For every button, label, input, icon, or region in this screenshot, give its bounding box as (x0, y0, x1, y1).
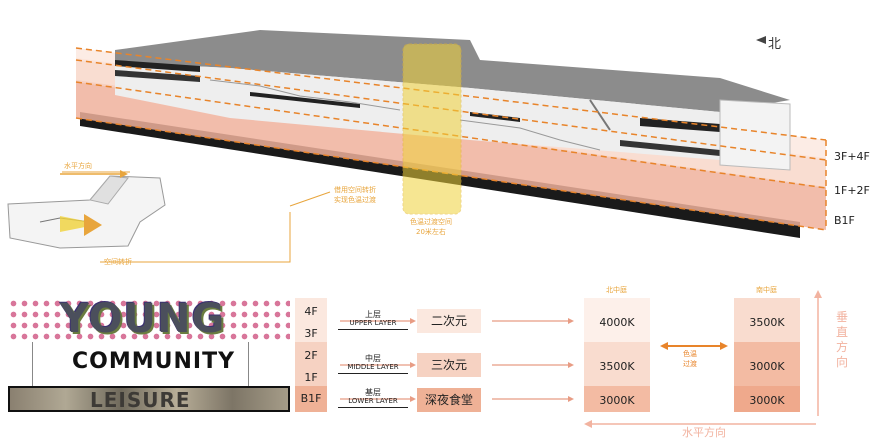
floor-b1f: B1F (300, 392, 322, 405)
floor-3f: 3F (304, 327, 318, 340)
right-wing (719, 99, 791, 171)
south-atrium-header: 南中庭 (756, 286, 777, 294)
north-cell-middle (584, 342, 650, 386)
layer-cn: 上层 (365, 310, 381, 319)
floor-box-upper: 4F 3F (295, 298, 327, 342)
floor-4f: 4F (304, 305, 318, 318)
layer-label-lower: 基层 LOWER LAYER (338, 388, 408, 408)
interior-line (209, 79, 401, 111)
interior-line (589, 99, 611, 131)
slab (115, 70, 200, 82)
south-k-middle: 3000K (749, 360, 785, 373)
divider (248, 342, 249, 386)
vertical-char: 直 (836, 325, 849, 339)
floor-box-lower: B1F (295, 386, 327, 412)
north-atrium-header: 北中庭 (606, 286, 627, 294)
turn-gradient-note-1: 借用空间转折 (334, 186, 376, 194)
interior-line (459, 119, 601, 151)
slab (250, 92, 360, 108)
category-upper: 二次元 (417, 309, 481, 333)
slab (640, 118, 720, 132)
slab (620, 140, 720, 156)
leisure-word: LEISURE (90, 388, 191, 412)
layer-en: MIDDLE LAYER (338, 363, 408, 374)
young-word: YOUNG (60, 296, 226, 342)
leader (289, 191, 331, 207)
gradient-note-1: 色温 (683, 350, 697, 358)
floor-line (75, 81, 827, 189)
south-k-lower: 3000K (749, 394, 785, 407)
community-word: COMMUNITY (72, 349, 236, 374)
floor-line (75, 59, 827, 161)
vertical-char: 向 (836, 355, 849, 369)
layer-en: UPPER LAYER (338, 319, 408, 330)
layer-en: LOWER LAYER (338, 397, 408, 408)
horizontal-direction-note: 水平方向 (64, 162, 92, 170)
transition-note-1: 色温过渡空间 (410, 218, 452, 226)
north-k-upper: 4000K (599, 316, 635, 329)
transition-note-2: 20米左右 (416, 228, 446, 236)
south-k-upper: 3500K (749, 316, 785, 329)
community-band (8, 342, 290, 387)
floor-line-lower (75, 117, 827, 231)
vertical-axis-label: 垂 直 方 向 (836, 310, 850, 370)
south-cell-middle (734, 342, 800, 386)
north-arrow-icon (756, 36, 766, 44)
floor-box-middle: 2F 1F (295, 342, 327, 386)
south-cell-upper (734, 298, 800, 342)
north-cell-lower (584, 386, 650, 412)
layer-label-middle: 中层 MIDDLE LAYER (338, 354, 408, 374)
layer-label-upper: 上层 UPPER LAYER (338, 310, 408, 330)
floor-1f: 1F (304, 371, 318, 384)
floor-line-upper (75, 47, 827, 141)
layer-cn: 基层 (365, 388, 381, 397)
section-label-lower: B1F (834, 214, 855, 227)
turn-gradient-note-2: 实现色温过渡 (334, 196, 376, 204)
section-label-middle: 1F+2F (834, 184, 870, 197)
leisure-band (8, 386, 290, 412)
transition-zone (402, 43, 462, 215)
divider (32, 342, 33, 386)
slab (115, 60, 200, 72)
north-cell-upper (584, 298, 650, 342)
space-turn-note: 空间转折 (104, 258, 132, 266)
arrows (340, 290, 822, 428)
category-middle: 三次元 (417, 353, 481, 377)
floor-2f: 2F (304, 349, 318, 362)
plan-inset (7, 170, 166, 249)
vertical-char: 垂 (836, 310, 849, 324)
category-lower: 深夜食堂 (417, 388, 481, 412)
south-cell-lower (734, 386, 800, 412)
gradient-note-2: 过渡 (683, 360, 697, 368)
leader (100, 212, 291, 263)
horizontal-axis-label: 水平方向 (682, 426, 726, 439)
section-label-upper: 3F+4F (834, 150, 870, 163)
north-label: 北 (768, 37, 782, 52)
north-k-lower: 3000K (599, 394, 635, 407)
vertical-char: 方 (836, 340, 849, 354)
north-k-middle: 3500K (599, 360, 635, 373)
layer-cn: 中层 (365, 354, 381, 363)
